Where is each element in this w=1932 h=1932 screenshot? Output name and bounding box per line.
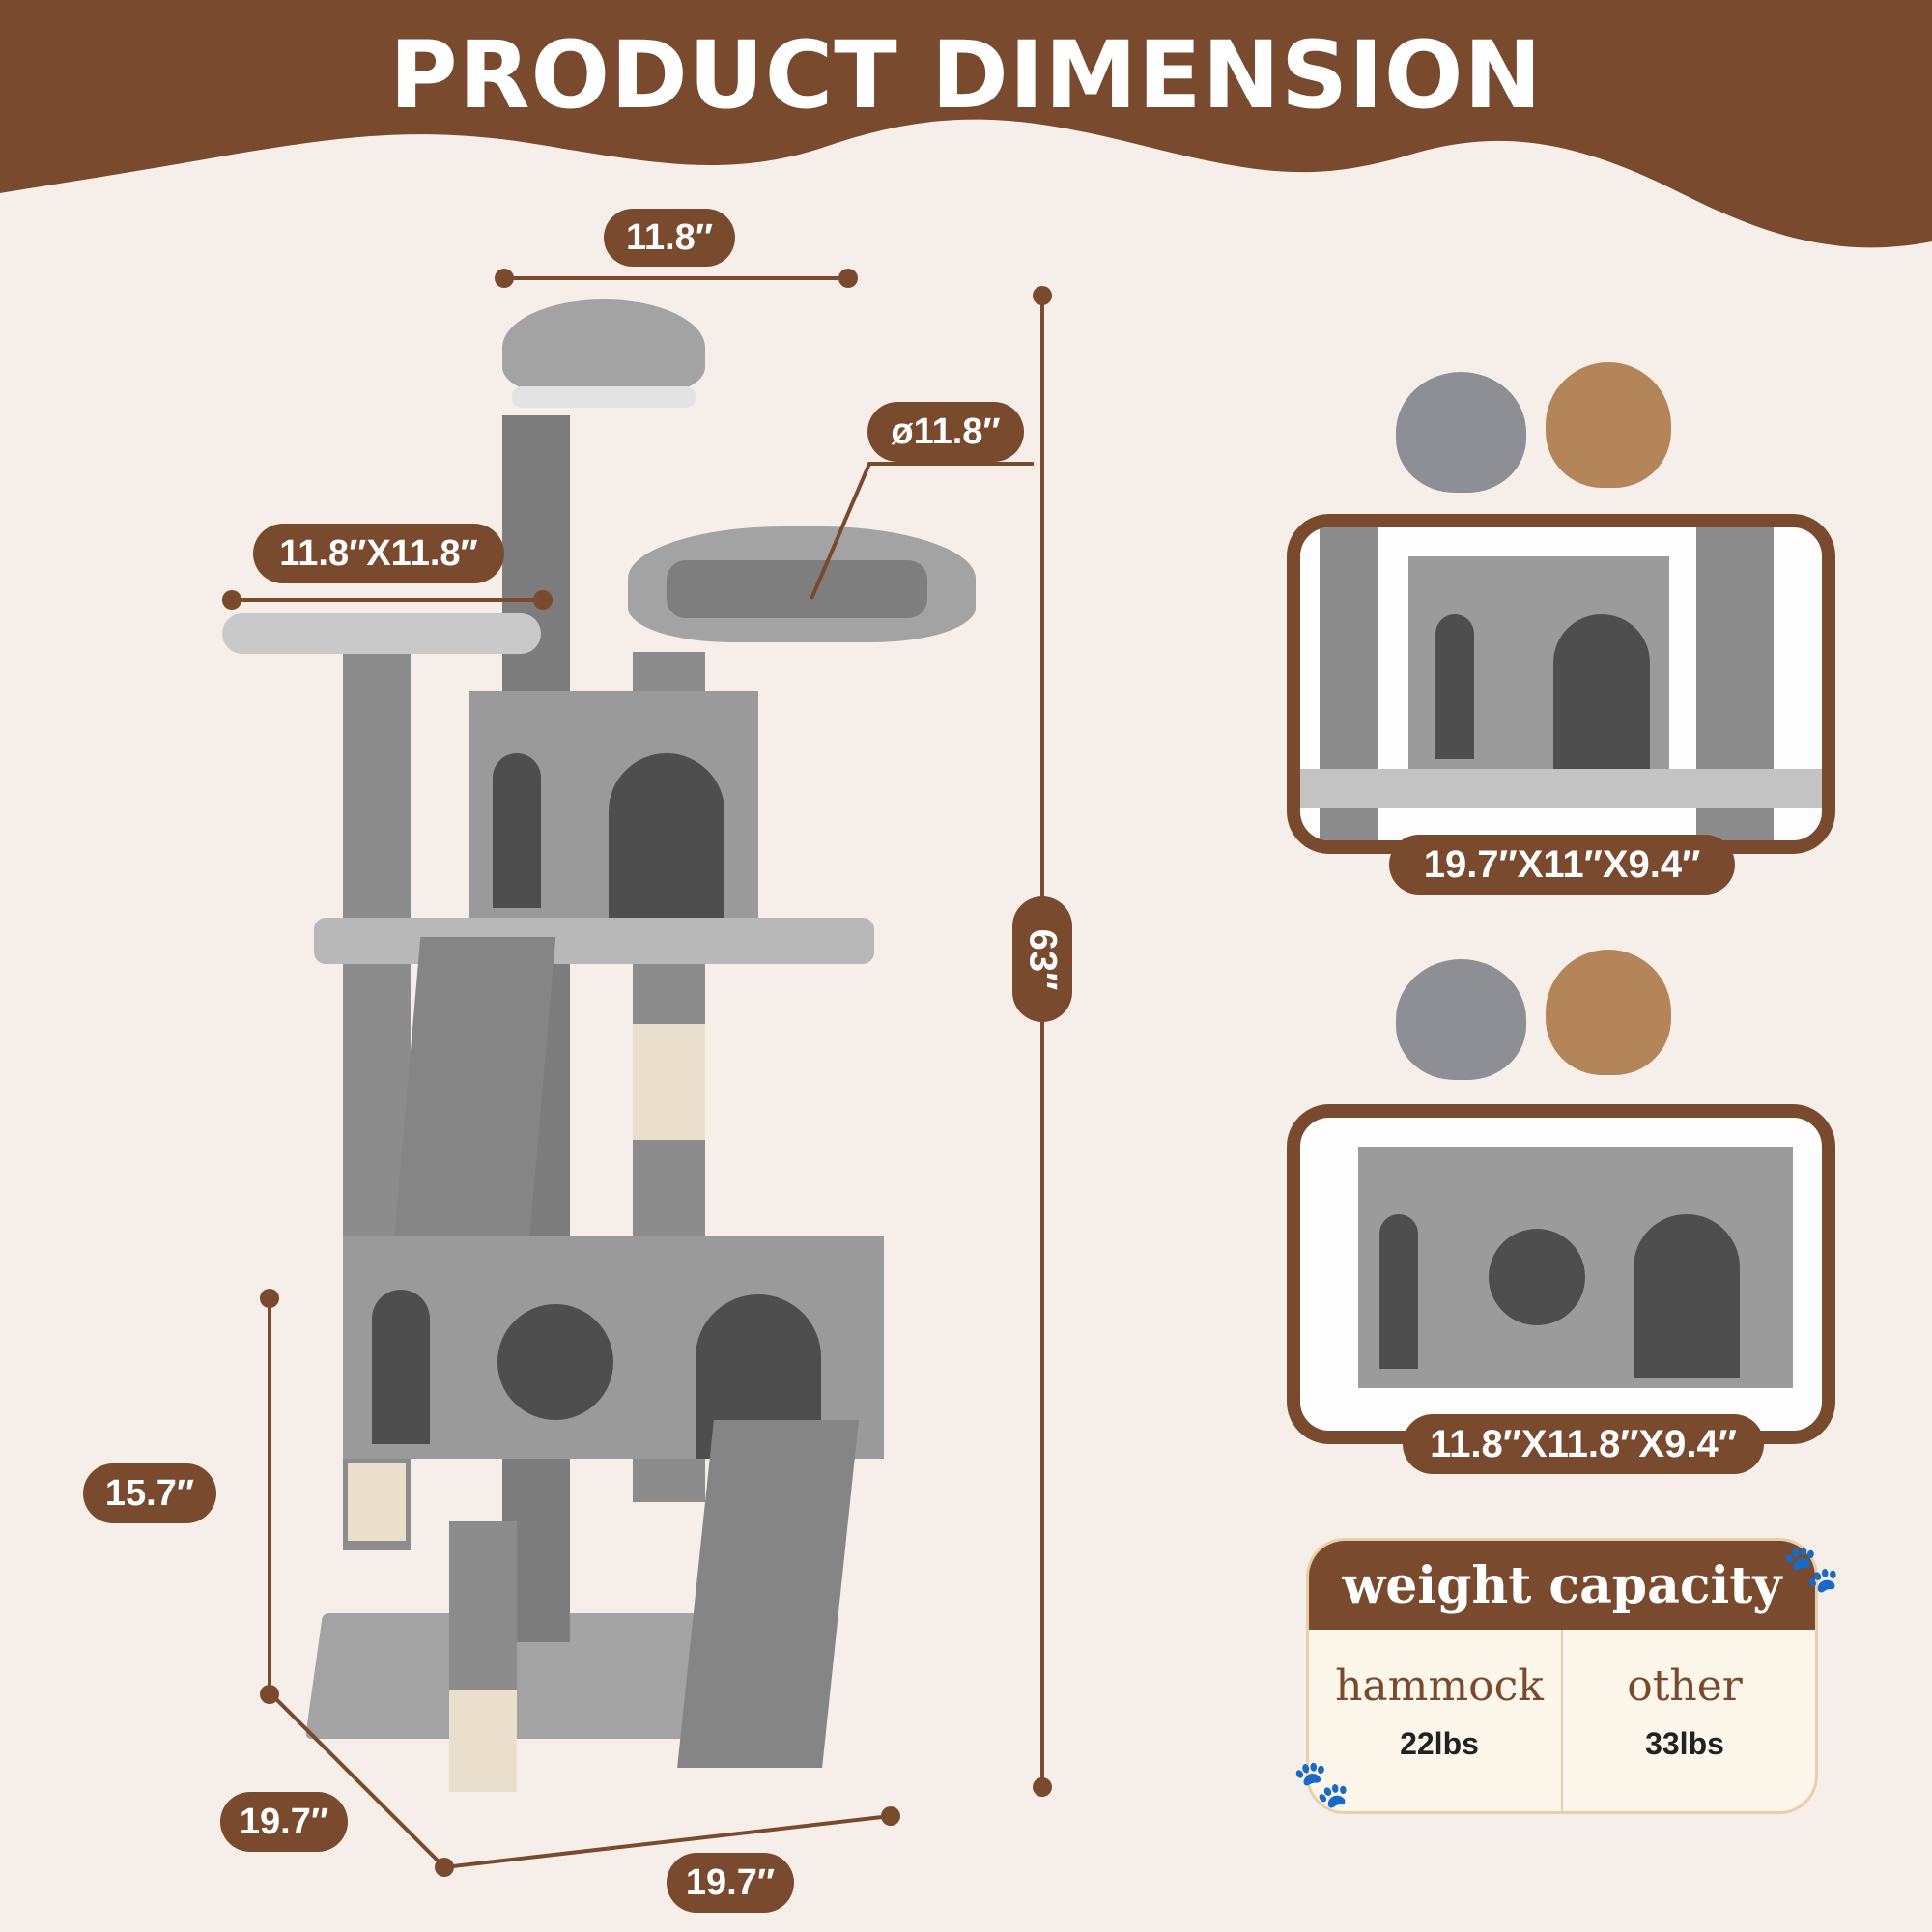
dim-label-height-text: 63″ [1021,928,1065,990]
hammock-inner [667,560,927,618]
cat-head-tabby [1546,362,1671,488]
wc-label-hammock: hammock [1335,1662,1544,1711]
wc-value-other: 33lbs [1645,1726,1724,1761]
frame-condo-door [1435,614,1474,759]
dim-label-base-height: 15.7″ [83,1463,216,1523]
dim-dot [533,590,553,610]
dim-line-top-width [502,276,845,280]
condo-door [493,753,541,908]
dim-label-platform: 11.8″X11.8″ [253,524,504,583]
dim-label-base-width: 19.7″ [667,1853,794,1913]
mid-platform [314,918,874,964]
dim-line-base-height [268,1298,271,1694]
dim-label-height: 63″ [1012,896,1072,1022]
dim-label-top-width: 11.8″ [604,209,735,267]
frame-condo-door [1553,614,1650,769]
page-title: PRODUCT DIMENSION [389,21,1543,129]
paw-icon: 🐾 [1293,1757,1350,1811]
weight-capacity-divider [1561,1630,1563,1811]
dim-dot [222,590,242,610]
dim-dot [495,269,514,288]
detail-frame-upper-condo [1287,514,1835,854]
weight-capacity-title: weight capacity [1309,1541,1815,1630]
dim-label-base-depth: 19.7″ [220,1792,348,1852]
dim-lines-base [269,1691,900,1877]
wc-label-other: other [1627,1662,1743,1711]
cat-tree-illustration [213,280,976,1792]
detail-label-lower-condo: 11.8″X11.8″X9.4″ [1403,1414,1764,1474]
weight-capacity-box: weight capacity hammock 22lbs other 33lb… [1306,1538,1818,1814]
frame-condo-door [1379,1214,1418,1369]
left-platform [222,613,541,654]
dim-dot [260,1289,279,1308]
dim-label-hammock: ø11.8″ [867,402,1024,462]
frame-condo-door [1634,1214,1740,1378]
paw-icon: 🐾 [1782,1542,1840,1596]
top-perch [502,299,705,396]
dim-line-height [1040,295,1044,1787]
wc-value-hammock: 22lbs [1400,1726,1479,1761]
dim-dot [1033,1777,1052,1797]
dim-dot [838,269,858,288]
sisal-post [348,1463,406,1541]
sisal-post [633,1024,705,1140]
cat-head-tabby [1546,950,1671,1075]
condo-door [609,753,724,927]
dim-leader-hammock [810,462,1034,600]
cat-head-grey [1396,372,1526,493]
dim-dot [1033,286,1052,305]
cat-head-grey [1396,959,1526,1080]
top-perch-rim [512,386,696,408]
frame-platform [1300,769,1822,808]
frame-condo-porthole [1489,1229,1585,1325]
condo-door [372,1290,430,1444]
detail-label-upper-condo: 19.7″X11″X9.4″ [1389,835,1735,895]
sisal-post [449,1690,517,1792]
condo-porthole [497,1304,613,1420]
post [449,1521,517,1690]
dim-line-platform [230,598,544,602]
detail-frame-lower-condo [1287,1104,1835,1444]
header-banner [0,0,1932,248]
